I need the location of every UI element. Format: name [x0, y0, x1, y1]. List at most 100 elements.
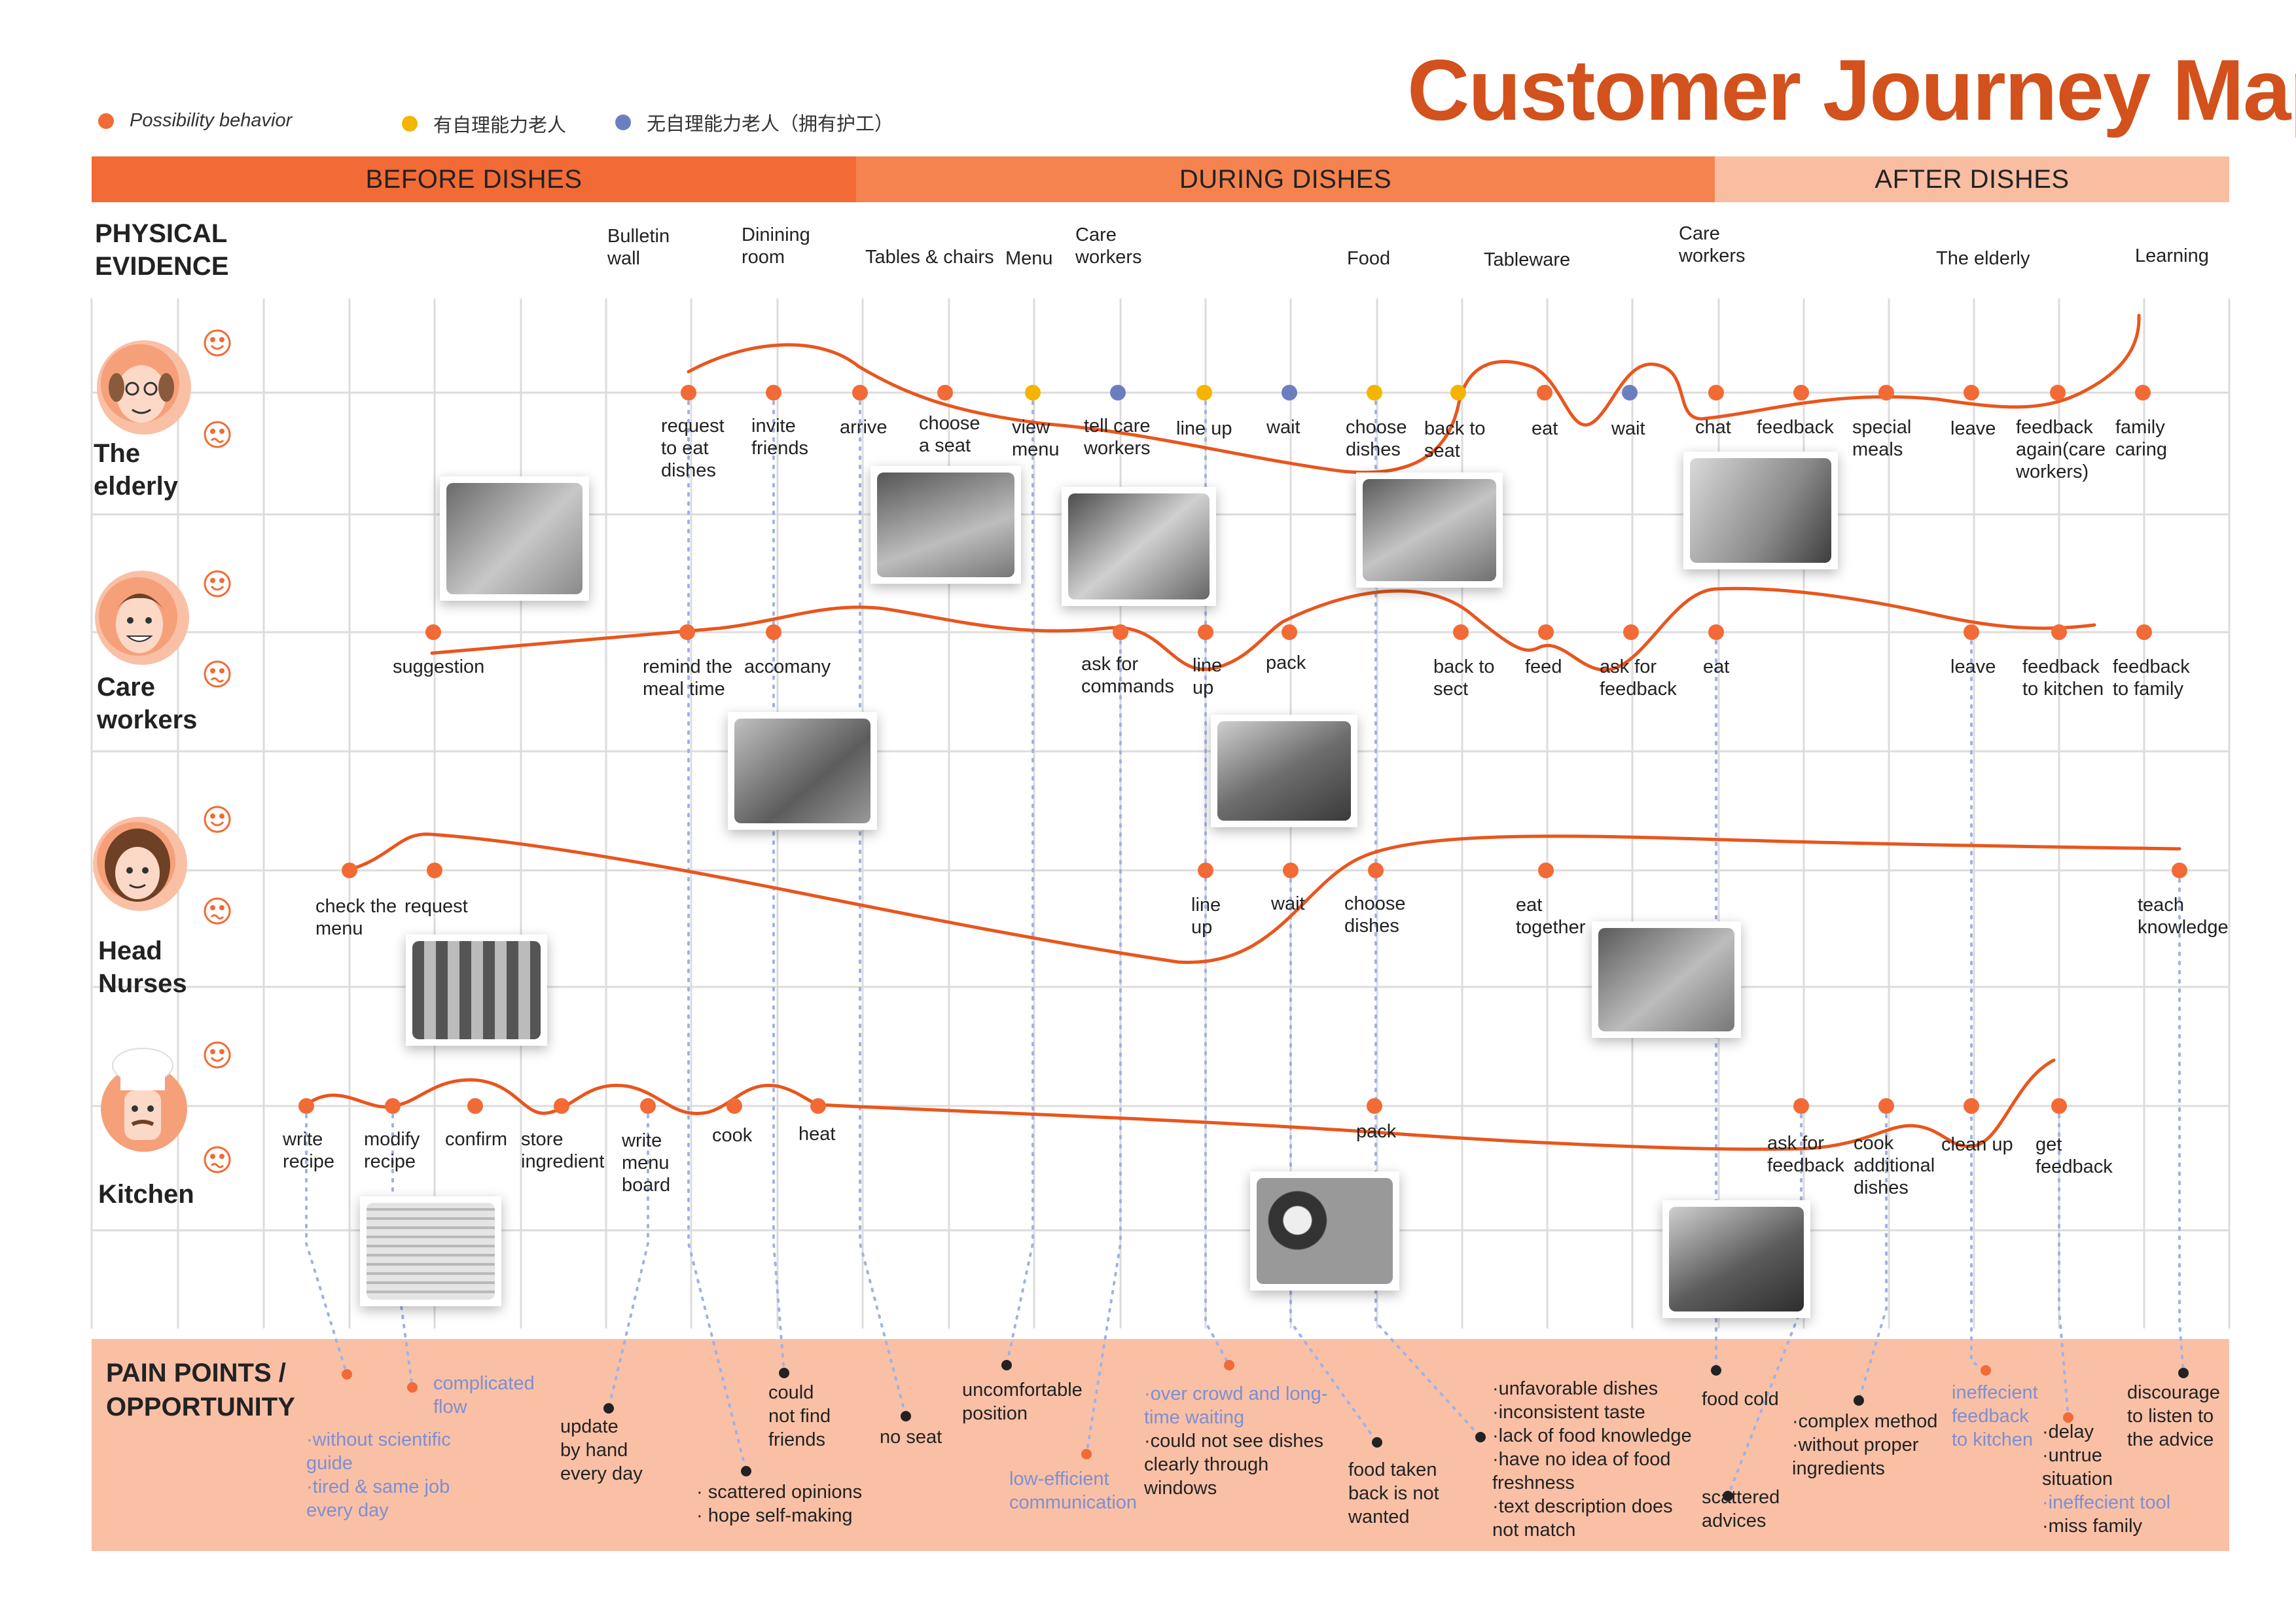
step-dot [342, 863, 357, 878]
step-dot [1964, 1098, 1979, 1114]
label-elderly: The elderly [94, 439, 178, 501]
step-dot [1538, 863, 1554, 878]
dotted-connector [1005, 391, 1034, 1366]
step-elderly-family-caring: family caring [2115, 417, 2167, 460]
step-kitchen-write-recipe: write recipe [283, 1129, 334, 1172]
frown-icon [204, 1146, 231, 1173]
pain-dot [407, 1382, 418, 1393]
step-dot [1196, 385, 1212, 401]
step-nurse-teach-knowledge: teach knowledge [2138, 895, 2229, 938]
step-dot [1282, 624, 1297, 640]
step-elderly-choose-seat: choose a seat [919, 413, 980, 456]
step-elderly-wait: wait [1266, 417, 1300, 438]
step-dot [1964, 385, 1979, 401]
step-care-feedback-family: feedback to family [2113, 656, 2190, 700]
legend-item-possibility: Possibility behavior [98, 110, 292, 132]
step-nurse-eat-together: eat together [1516, 895, 1586, 938]
smile-icon [204, 570, 231, 597]
photo-food-trays [1250, 1171, 1399, 1291]
evidence-tableware: Tableware [1484, 249, 1571, 270]
step-elderly-chat: chat [1695, 417, 1731, 438]
dotted-connector [772, 391, 785, 1374]
photo-choose-dishes [1356, 473, 1503, 588]
label-kitchen: Kitchen [98, 1180, 194, 1209]
pain-dots [342, 1360, 2189, 1501]
dotted-connector [305, 1105, 348, 1376]
label-head-nurses: Head Nurses [98, 936, 187, 998]
phase-after-dishes: AFTER DISHES [1715, 156, 2229, 202]
evidence-dining-room: Dinining room [742, 224, 810, 268]
step-dot [1622, 385, 1638, 401]
connectors [305, 391, 2185, 1497]
evidence-the-elderly: The elderly [1936, 248, 2030, 269]
pain-complicated-flow: complicated flow [433, 1373, 535, 1418]
step-kitchen-clean-up: clean up [1941, 1134, 2013, 1155]
step-care-eat: eat [1703, 656, 1730, 677]
emotion-icons [204, 329, 231, 1173]
pain-without-guide: ·without scientific guide ·tired & same … [306, 1429, 451, 1521]
step-dot [1450, 385, 1466, 401]
pain-dot [1001, 1360, 1012, 1370]
step-care-line-up: line up [1193, 655, 1223, 698]
pain-discourage-advice: discourage to listen to the advice [2127, 1382, 2220, 1450]
step-care-leave: leave [1950, 656, 1996, 677]
step-elderly-feedback-again: feedback again(care workers) [2016, 417, 2106, 482]
step-dot [1367, 385, 1382, 401]
photo-menu-board [406, 935, 547, 1046]
step-dots [298, 385, 2187, 1114]
step-dot [2172, 863, 2187, 878]
step-elderly-eat: eat [1532, 418, 1558, 439]
evidence-food: Food [1347, 248, 1391, 269]
step-nurse-line-up: line up [1191, 895, 1221, 938]
step-dot [2050, 385, 2066, 401]
pain-could-not-see-dishes: ·could not see dishes clearly through wi… [1144, 1431, 1324, 1499]
step-elderly-leave: leave [1950, 418, 1996, 439]
pain-over-crowd: ·over crowd and long- time waiting [1144, 1383, 1328, 1428]
pain-dot [1372, 1437, 1382, 1448]
pain-dot [2178, 1368, 2189, 1378]
dotted-connector [2178, 869, 2185, 1374]
legend-dot-blue [615, 115, 631, 130]
step-care-suggestion: suggestion [393, 656, 485, 677]
evidence-learning: Learning [2135, 245, 2209, 266]
step-dot [640, 1098, 656, 1114]
step-care-remind-meal-time: remind the meal time [643, 656, 733, 700]
step-care-accompany: accomany [744, 656, 831, 677]
step-dot [1283, 863, 1299, 878]
label-care-workers: Care workers [97, 673, 198, 734]
step-dot [2051, 624, 2067, 640]
step-nurse-check-menu: check the menu [315, 896, 397, 939]
step-elderly-arrive: arrive [840, 417, 888, 438]
pain-dot [779, 1368, 789, 1378]
dotted-connector [859, 391, 907, 1418]
step-dot [1964, 624, 1979, 640]
evidence-tables-chairs: Tables & chairs [865, 247, 994, 268]
pain-dot [342, 1369, 352, 1380]
step-dot [1793, 385, 1809, 401]
step-care-feed: feed [1525, 656, 1562, 677]
dotted-connector [1204, 391, 1230, 1366]
step-kitchen-pack: pack [1356, 1121, 1397, 1142]
phase-before-dishes: BEFORE DISHES [92, 156, 856, 202]
care-worker-avatar [95, 571, 189, 665]
step-elderly-special-meals: special meals [1852, 417, 1912, 460]
step-elderly-choose-dishes: choose dishes [1346, 417, 1407, 460]
step-dot [298, 1098, 314, 1114]
step-dot [766, 385, 781, 401]
step-dot [1367, 1098, 1382, 1114]
photo-accompany [728, 712, 877, 830]
step-kitchen-get-feedback: get feedback [2036, 1134, 2113, 1177]
step-dot [1878, 385, 1894, 401]
step-dot [1113, 624, 1128, 640]
dotted-connector [2058, 1105, 2070, 1419]
step-dot [425, 624, 441, 640]
step-elderly-wait-2: wait [1611, 418, 1645, 439]
photo-kitchen-feedback [1662, 1200, 1810, 1318]
pain-miss-family: ·miss family [2042, 1516, 2143, 1537]
step-care-back-to-sect: back to sect [1433, 656, 1495, 700]
step-dot [1793, 1098, 1809, 1114]
step-kitchen-ask-feedback: ask for feedback [1767, 1133, 1844, 1176]
emotion-curves [304, 313, 2181, 1151]
frown-icon [204, 897, 231, 925]
step-dot [679, 624, 695, 640]
